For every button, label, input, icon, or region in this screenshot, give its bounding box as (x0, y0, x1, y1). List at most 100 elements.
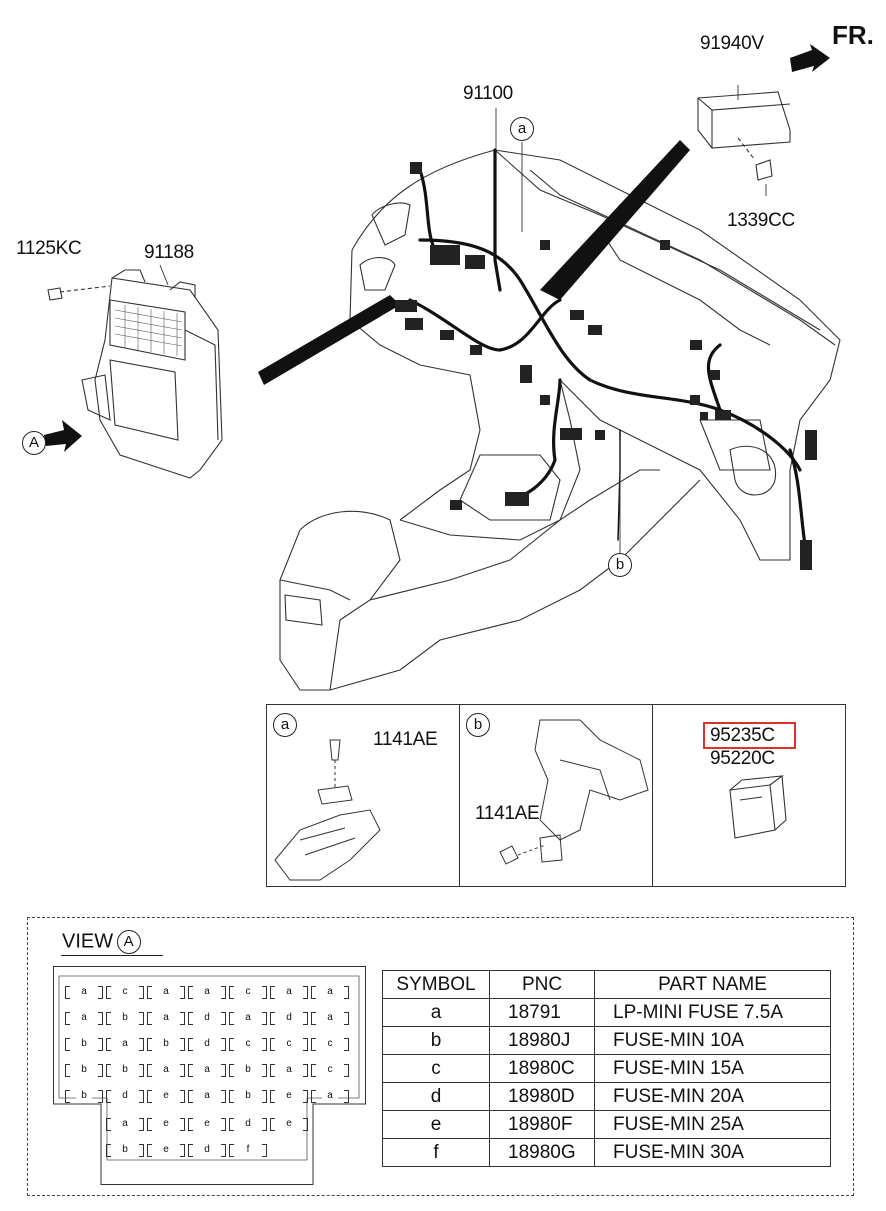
fuse-slot[interactable]: b (106, 1011, 144, 1025)
fuse-slot[interactable]: e (147, 1117, 185, 1131)
part-number-1141ae-b[interactable]: 1141AE (475, 803, 540, 824)
fuse-slot[interactable]: d (229, 1117, 267, 1131)
fuse-slot[interactable]: b (229, 1089, 267, 1103)
fuse-symbol: a (117, 1117, 133, 1131)
highlighted-part-frame (703, 722, 796, 749)
fuse-slot[interactable]: d (270, 1011, 308, 1025)
fuse-symbol: a (199, 1089, 215, 1103)
fuse-slot[interactable]: d (188, 1037, 226, 1051)
fuse-slot-outline (106, 1012, 144, 1025)
fuse-slot[interactable]: e (147, 1089, 185, 1103)
callout-a[interactable]: a (510, 117, 534, 141)
view-prefix: VIEW (62, 930, 114, 953)
fuse-slot-outline (106, 1090, 144, 1103)
fuse-slot[interactable]: a (188, 1063, 226, 1077)
fuse-symbol: b (117, 1063, 133, 1077)
fuse-slot[interactable]: a (65, 1011, 103, 1025)
part-number-91188[interactable]: 91188 (144, 242, 194, 263)
fuse-symbol: e (158, 1117, 174, 1131)
fuse-slot[interactable]: c (270, 1037, 308, 1051)
cell-pnc[interactable]: 18980C (489, 1054, 595, 1083)
view-a-title: VIEW A (62, 930, 141, 954)
fuse-slot[interactable]: e (270, 1089, 308, 1103)
fuse-slot[interactable]: c (229, 985, 267, 999)
cell-pnc[interactable]: 18980F (489, 1110, 595, 1139)
fuse-slot[interactable]: a (106, 1117, 144, 1131)
fuse-slot[interactable]: a (270, 985, 308, 999)
fuse-slot[interactable]: d (188, 1143, 226, 1157)
fuse-slot[interactable]: b (106, 1063, 144, 1077)
fuse-slot[interactable]: b (147, 1037, 185, 1051)
fuse-slot[interactable]: b (65, 1037, 103, 1051)
fuse-slot-outline (147, 1090, 185, 1103)
cell-part-name: LP-MINI FUSE 7.5A (594, 998, 831, 1027)
fuse-slot[interactable]: d (188, 1011, 226, 1025)
fuse-slot[interactable]: c (311, 1063, 349, 1077)
fuse-slot-outline (229, 986, 267, 999)
fuse-slot[interactable]: a (188, 985, 226, 999)
callout-b[interactable]: b (608, 553, 632, 577)
fuse-slot[interactable]: a (106, 1037, 144, 1051)
fuse-slot[interactable]: a (311, 1011, 349, 1025)
part-number-91940v[interactable]: 91940V (700, 33, 764, 54)
fuse-slot-outline (147, 1012, 185, 1025)
cell-part-name: FUSE-MIN 25A (594, 1110, 831, 1139)
fuse-symbol: e (158, 1089, 174, 1103)
fuse-slot[interactable]: b (65, 1089, 103, 1103)
cell-pnc[interactable]: 18791 (489, 998, 595, 1027)
fuse-slot-outline (229, 1144, 267, 1157)
fuse-slot-outline (188, 1038, 226, 1051)
callout-view-a[interactable]: A (22, 431, 46, 455)
fuse-symbol: e (281, 1117, 297, 1131)
fuse-slot[interactable]: a (147, 1011, 185, 1025)
fuse-symbol: a (281, 1063, 297, 1077)
view-letter-circle: A (116, 930, 141, 954)
fuse-slot-outline (270, 1118, 308, 1131)
fuse-symbol: d (117, 1089, 133, 1103)
fuse-slot[interactable]: b (229, 1063, 267, 1077)
fuse-slot[interactable]: c (229, 1037, 267, 1051)
fuse-symbol: b (158, 1037, 174, 1051)
fuse-slot[interactable]: a (147, 985, 185, 999)
fuse-symbol: c (240, 985, 256, 999)
header-part-name: PART NAME (594, 970, 831, 999)
fuse-slot-outline (270, 1064, 308, 1077)
fuse-slot[interactable]: c (311, 1037, 349, 1051)
cell-pnc[interactable]: 18980G (489, 1138, 595, 1167)
part-number-1339cc[interactable]: 1339CC (727, 210, 795, 231)
part-number-1125kc[interactable]: 1125KC (16, 238, 82, 259)
fuse-slot[interactable]: a (270, 1063, 308, 1077)
fuse-slot[interactable]: f (229, 1143, 267, 1157)
fuse-slot[interactable]: a (188, 1089, 226, 1103)
part-number-1141ae-a[interactable]: 1141AE (373, 729, 438, 750)
fuse-slot[interactable]: e (270, 1117, 308, 1131)
fuse-slot[interactable]: e (147, 1143, 185, 1157)
fuse-slot[interactable]: a (147, 1063, 185, 1077)
part-number-95220c[interactable]: 95220C (710, 748, 775, 769)
fuse-slot[interactable]: b (106, 1143, 144, 1157)
fuse-symbol: a (117, 1037, 133, 1051)
fuse-slot[interactable]: a (229, 1011, 267, 1025)
part-number-91100[interactable]: 91100 (463, 83, 513, 104)
fuse-slot-outline (106, 1064, 144, 1077)
cell-pnc[interactable]: 18980J (489, 1026, 595, 1055)
fuse-slot-outline (188, 1144, 226, 1157)
fuse-symbol: c (240, 1037, 256, 1051)
fuse-symbol: d (199, 1037, 215, 1051)
cell-pnc[interactable]: 18980D (489, 1082, 595, 1111)
fuse-slot[interactable]: d (106, 1089, 144, 1103)
front-direction-label: FR. (832, 20, 874, 50)
fuse-slot[interactable]: a (65, 985, 103, 999)
fuse-slot[interactable]: b (65, 1063, 103, 1077)
cell-part-name: FUSE-MIN 10A (594, 1026, 831, 1055)
fuse-slot[interactable]: a (311, 1089, 349, 1103)
fuse-symbol: f (240, 1143, 256, 1157)
fuse-slot[interactable]: c (106, 985, 144, 999)
fuse-slot[interactable]: a (311, 985, 349, 999)
part-number-95235c[interactable]: 95235C (710, 725, 775, 746)
fuse-slot-outline (229, 1118, 267, 1131)
fuse-slot[interactable]: e (188, 1117, 226, 1131)
fuse-symbol: b (76, 1063, 92, 1077)
fuse-slot-outline (311, 1090, 349, 1103)
fuse-slot-outline (188, 1064, 226, 1077)
